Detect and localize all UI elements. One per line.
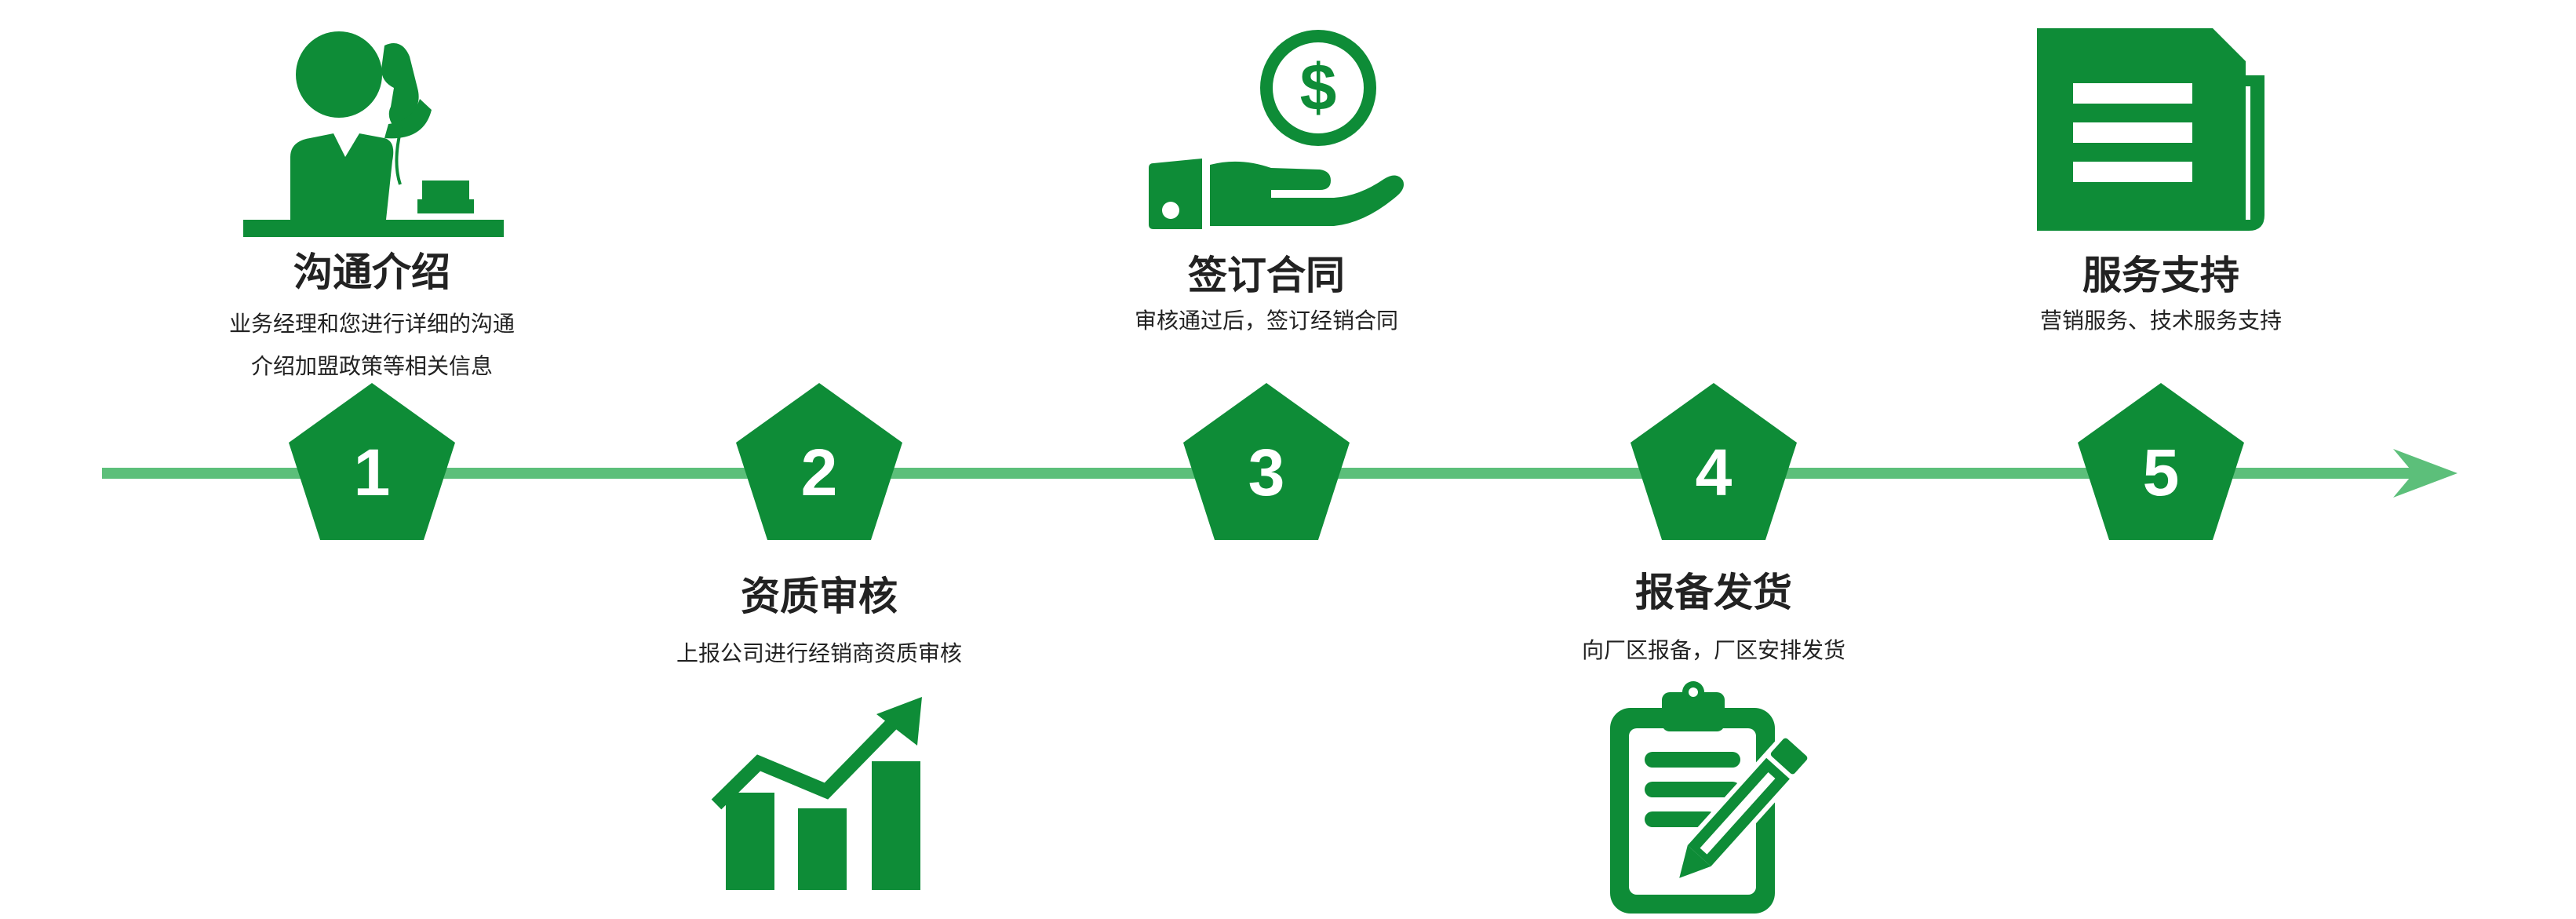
pentagon-5 [2078, 383, 2244, 540]
step-3-desc-line-1: 审核通过后，签订经销合同 [1134, 308, 1398, 334]
step-3-description: 审核通过后，签订经销合同 [953, 300, 1580, 342]
step-3-number: 3 [1248, 436, 1285, 509]
timeline-arrowhead [2393, 449, 2458, 498]
step-2-desc-line-1: 上报公司进行经销商资质审核 [676, 640, 962, 666]
step-5-desc-line-1: 营销服务、技术服务支持 [2039, 308, 2282, 334]
step-2-description: 上报公司进行经销商资质审核 [505, 633, 1133, 675]
pentagon-1 [289, 383, 455, 540]
step-4-title: 报备发货 [1635, 570, 1792, 615]
clipboard-pencil-icon [1610, 681, 1814, 914]
step-3-title: 签订合同 [1188, 253, 1345, 298]
step-1-desc-line-1: 业务经理和您进行详细的沟通 [228, 311, 515, 337]
growth-bar-chart-icon [711, 697, 922, 890]
step-4-number: 4 [1695, 436, 1733, 509]
step-1-description: 业务经理和您进行详细的沟通 介绍加盟政策等相关信息 [58, 303, 686, 388]
telephone-operator-icon [243, 31, 504, 237]
step-1-number: 1 [353, 436, 391, 509]
step-2-number: 2 [800, 436, 838, 509]
pentagon-3 [1183, 383, 1350, 540]
step-4-description: 向厂区报备，厂区安排发货 [1400, 629, 2028, 672]
pentagon-4 [1630, 383, 1797, 540]
step-1-desc-line-2: 介绍加盟政策等相关信息 [250, 353, 493, 379]
pentagon-2 [736, 383, 902, 540]
step-2-title: 资质审核 [741, 574, 898, 619]
hand-dollar-coin-icon: $ [1149, 30, 1404, 229]
newspaper-icon [2037, 28, 2264, 231]
step-5-description: 营销服务、技术服务支持 [1847, 300, 2475, 342]
svg-text:$: $ [1300, 50, 1337, 124]
step-1-title: 沟通介绍 [293, 250, 450, 295]
step-4-desc-line-1: 向厂区报备，厂区安排发货 [1581, 637, 1845, 663]
step-5-title: 服务支持 [2082, 253, 2239, 298]
step-5-number: 5 [2142, 436, 2180, 509]
